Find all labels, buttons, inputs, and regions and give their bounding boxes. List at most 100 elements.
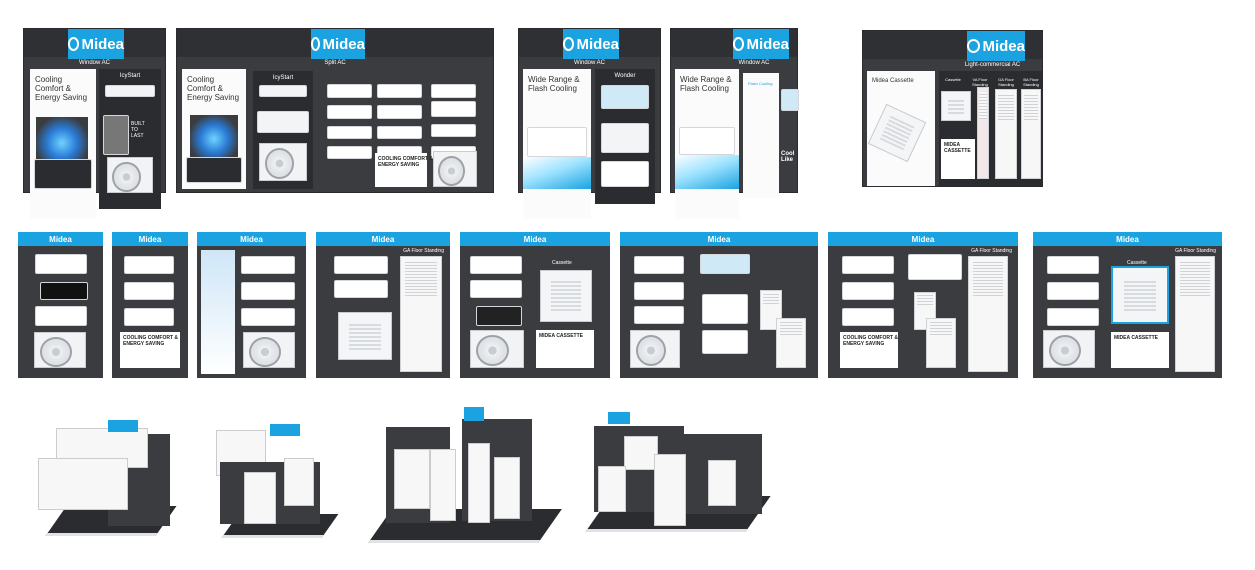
split-unit — [334, 256, 388, 274]
screen — [700, 254, 750, 274]
booth-sign — [108, 420, 138, 432]
wall-stand-2: Midea COOLING COMFORT & ENERGY SAVING — [112, 232, 188, 378]
split-unit — [241, 282, 295, 300]
booth-3d-1 — [30, 418, 180, 546]
split-unit — [470, 280, 522, 298]
wall-stand-8: Midea GA Floor Standing Cassette MIDEA C… — [1033, 232, 1222, 378]
split-unit — [35, 254, 87, 274]
split-unit — [327, 84, 372, 98]
booth-poster — [394, 449, 430, 509]
midea-bar: Midea — [828, 232, 1018, 246]
dehumidifier — [284, 458, 314, 506]
split-indoor-unit — [257, 111, 309, 133]
stand-subtitle: Split AC — [324, 60, 346, 66]
feature-title: Flash Cooling — [748, 81, 773, 86]
wall-stand-4: Midea GA Floor Standing — [316, 232, 450, 378]
spec-card — [601, 161, 649, 187]
badge-label: IcyStart — [119, 73, 141, 79]
feature-list: Flash Cooling — [743, 73, 779, 198]
split-unit — [431, 101, 476, 117]
poster: Midea Cassette — [867, 71, 935, 186]
wall-stand-7: Midea GA Floor Standing COOLING COMFORT … — [828, 232, 1018, 378]
info-card: MIDEA CASSETTE — [536, 330, 594, 368]
midea-bar: Midea — [1033, 232, 1222, 246]
wall-stand-5: Midea Cassette MIDEA CASSETTE — [460, 232, 610, 378]
split-unit — [431, 84, 476, 98]
midea-logo: Midea — [967, 31, 1025, 61]
midea-logo: Midea — [733, 29, 789, 59]
split-unit — [842, 282, 894, 300]
display-stand-window-ac-3: Midea Window AC Wide Range & Flash Cooli… — [670, 28, 799, 219]
split-unit — [1047, 256, 1099, 274]
portable-ac — [776, 318, 806, 368]
outdoor-unit — [107, 157, 153, 193]
floor-standing-unit — [1175, 256, 1215, 372]
portable-ac — [926, 318, 956, 368]
split-unit — [241, 256, 295, 274]
window-ac-unit — [679, 127, 735, 155]
midea-bar: Midea — [316, 232, 450, 246]
floor-standing-unit — [968, 256, 1008, 372]
poster: Wide Range & Flash Cooling — [675, 69, 739, 219]
window-ac-unit — [34, 159, 92, 189]
dehumidifier — [244, 472, 276, 524]
ac-glow-image — [190, 115, 238, 163]
split-unit — [327, 105, 372, 119]
outdoor-unit — [470, 330, 524, 368]
split-unit — [124, 256, 174, 274]
display-stand-split-ac: Midea Split AC Cooling Comfort & Energy … — [176, 28, 494, 193]
wall-stand-6: Midea — [620, 232, 818, 378]
stand-side-label-2: Cassette — [1127, 260, 1147, 266]
booth-sign — [464, 407, 484, 421]
poster-headline: Midea Cassette — [872, 78, 914, 84]
stand-side-label: GA Floor Standing — [403, 248, 444, 254]
label-ga-floor: GA Floor Standing — [998, 77, 1014, 87]
black-split-unit — [40, 282, 88, 300]
booth-3d-3 — [350, 405, 562, 550]
poster: Cooling Comfort & Energy Saving — [30, 69, 96, 219]
split-unit — [377, 105, 422, 119]
split-unit — [1047, 308, 1099, 326]
display-stand-window-ac-1: Midea Window AC Cooling Comfort & Energy… — [23, 28, 166, 219]
cassette-unit — [540, 270, 592, 322]
ba-floor-unit — [1021, 89, 1041, 179]
booth-poster — [654, 454, 686, 526]
poster: Cooling Comfort & Energy Saving — [182, 69, 246, 189]
portable-ac — [598, 466, 626, 512]
poster — [201, 250, 235, 374]
cassette-unit — [941, 91, 971, 121]
midea-bar: Midea — [112, 232, 188, 246]
poster: Wide Range & Flash Cooling — [523, 69, 591, 219]
split-indoor-unit — [259, 85, 307, 97]
label-cassette: Cassette — [945, 77, 961, 82]
split-unit — [124, 282, 174, 300]
split-unit — [377, 84, 422, 98]
midea-bar: Midea — [620, 232, 818, 246]
poster-headline: Cooling Comfort & Energy Saving — [187, 75, 240, 102]
window-ac-unit — [527, 127, 587, 157]
window-ac-unit — [702, 294, 748, 324]
outdoor-unit — [630, 330, 680, 368]
midea-logo: Midea — [311, 29, 365, 59]
outdoor-unit — [243, 332, 295, 368]
label-ba-floor: BA Floor Standing — [1023, 77, 1039, 87]
product-panel: IcyStart BUILT TO LAST — [99, 69, 161, 209]
booth-3d-2 — [200, 418, 339, 546]
split-unit — [334, 280, 388, 298]
split-unit — [241, 308, 295, 326]
window-ac-unit — [38, 458, 128, 510]
product-panel: IcyStart — [253, 71, 313, 189]
spec-card — [702, 330, 748, 354]
window-ac-unit — [186, 157, 242, 183]
info-card: MIDEA CASSETTE — [941, 139, 975, 179]
split-unit — [377, 126, 422, 139]
dehumidifier — [430, 449, 456, 521]
cool-air-wave — [675, 155, 739, 189]
screen — [781, 89, 799, 111]
split-unit — [1047, 282, 1099, 300]
wall-stand-3: Midea — [197, 232, 306, 378]
cool-air-wave — [523, 157, 591, 189]
window-ac-unit — [601, 123, 649, 153]
label-va-floor: VA Floor Standing — [972, 77, 988, 87]
outdoor-unit — [259, 143, 307, 181]
